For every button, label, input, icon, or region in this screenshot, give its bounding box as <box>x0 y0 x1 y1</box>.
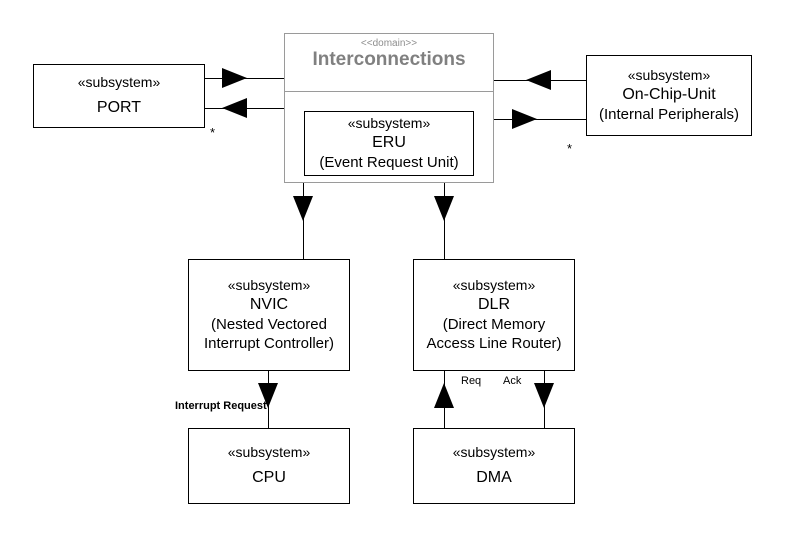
subsystem-dlr[interactable]: «subsystem» DLR (Direct Memory Access Li… <box>413 259 575 371</box>
on-chip-unit-name: On-Chip-Unit <box>622 85 716 103</box>
port-multiplicity-label: * <box>210 125 216 140</box>
subsystem-nvic[interactable]: «subsystem» NVIC (Nested Vectored Interr… <box>188 259 350 371</box>
connector-interconnections-to-dlr <box>444 183 445 259</box>
domain-stereotype: <<domain>> <box>360 38 418 49</box>
dma-stereotype: «subsystem» <box>452 443 536 460</box>
dlr-description-line2: Access Line Router) <box>426 335 562 353</box>
domain-title: Interconnections <box>312 49 466 70</box>
arrow-cpu-in-icon <box>258 383 278 408</box>
subsystem-eru[interactable]: «subsystem» ERU (Event Request Unit) <box>304 111 474 176</box>
on-chip-unit-stereotype: «subsystem» <box>627 66 711 83</box>
eru-name: ERU <box>372 133 406 151</box>
arrow-port-out-icon <box>222 68 247 88</box>
dma-name: DMA <box>476 468 512 486</box>
dlr-description-line1: (Direct Memory <box>442 316 546 333</box>
subsystem-on-chip-unit[interactable]: «subsystem» On-Chip-Unit (Internal Perip… <box>586 55 752 136</box>
domain-package-interconnections[interactable]: <<domain>> Interconnections «subsystem» … <box>284 33 494 183</box>
port-stereotype: «subsystem» <box>77 73 161 90</box>
nvic-description-line1: (Nested Vectored <box>211 316 327 333</box>
req-label: Req <box>461 375 482 387</box>
arrow-onchip-in-icon <box>512 109 537 129</box>
on-chip-unit-multiplicity-label: * <box>567 141 573 156</box>
nvic-description-line2: Interrupt Controller) <box>203 335 335 353</box>
arrow-req-up-icon <box>434 383 454 408</box>
ack-label: Ack <box>503 375 522 387</box>
cpu-stereotype: «subsystem» <box>227 443 311 460</box>
subsystem-port[interactable]: «subsystem» PORT <box>33 64 205 128</box>
connector-interconnections-to-nvic <box>303 183 304 259</box>
connector-interconnections-to-onchip <box>494 119 587 120</box>
arrow-nvic-in-icon <box>293 196 313 221</box>
dlr-stereotype: «subsystem» <box>452 276 536 293</box>
nvic-stereotype: «subsystem» <box>227 276 311 293</box>
domain-header: <<domain>> Interconnections <box>285 34 493 92</box>
domain-body: «subsystem» ERU (Event Request Unit) <box>285 92 493 240</box>
subsystem-dma[interactable]: «subsystem» DMA <box>413 428 575 504</box>
arrow-port-in-icon <box>222 98 247 118</box>
interrupt-request-label: Interrupt Request <box>175 400 267 412</box>
arrow-onchip-out-icon <box>526 70 551 90</box>
arrow-ack-down-icon <box>534 383 554 408</box>
arrow-dlr-in-icon <box>434 196 454 221</box>
eru-description: (Event Request Unit) <box>319 154 459 172</box>
port-name: PORT <box>96 98 142 116</box>
dlr-name: DLR <box>477 295 510 313</box>
on-chip-unit-description: (Internal Peripherals) <box>598 106 740 124</box>
eru-stereotype: «subsystem» <box>347 114 431 131</box>
subsystem-cpu[interactable]: «subsystem» CPU <box>188 428 350 504</box>
nvic-name: NVIC <box>249 295 289 313</box>
cpu-name: CPU <box>252 468 286 486</box>
